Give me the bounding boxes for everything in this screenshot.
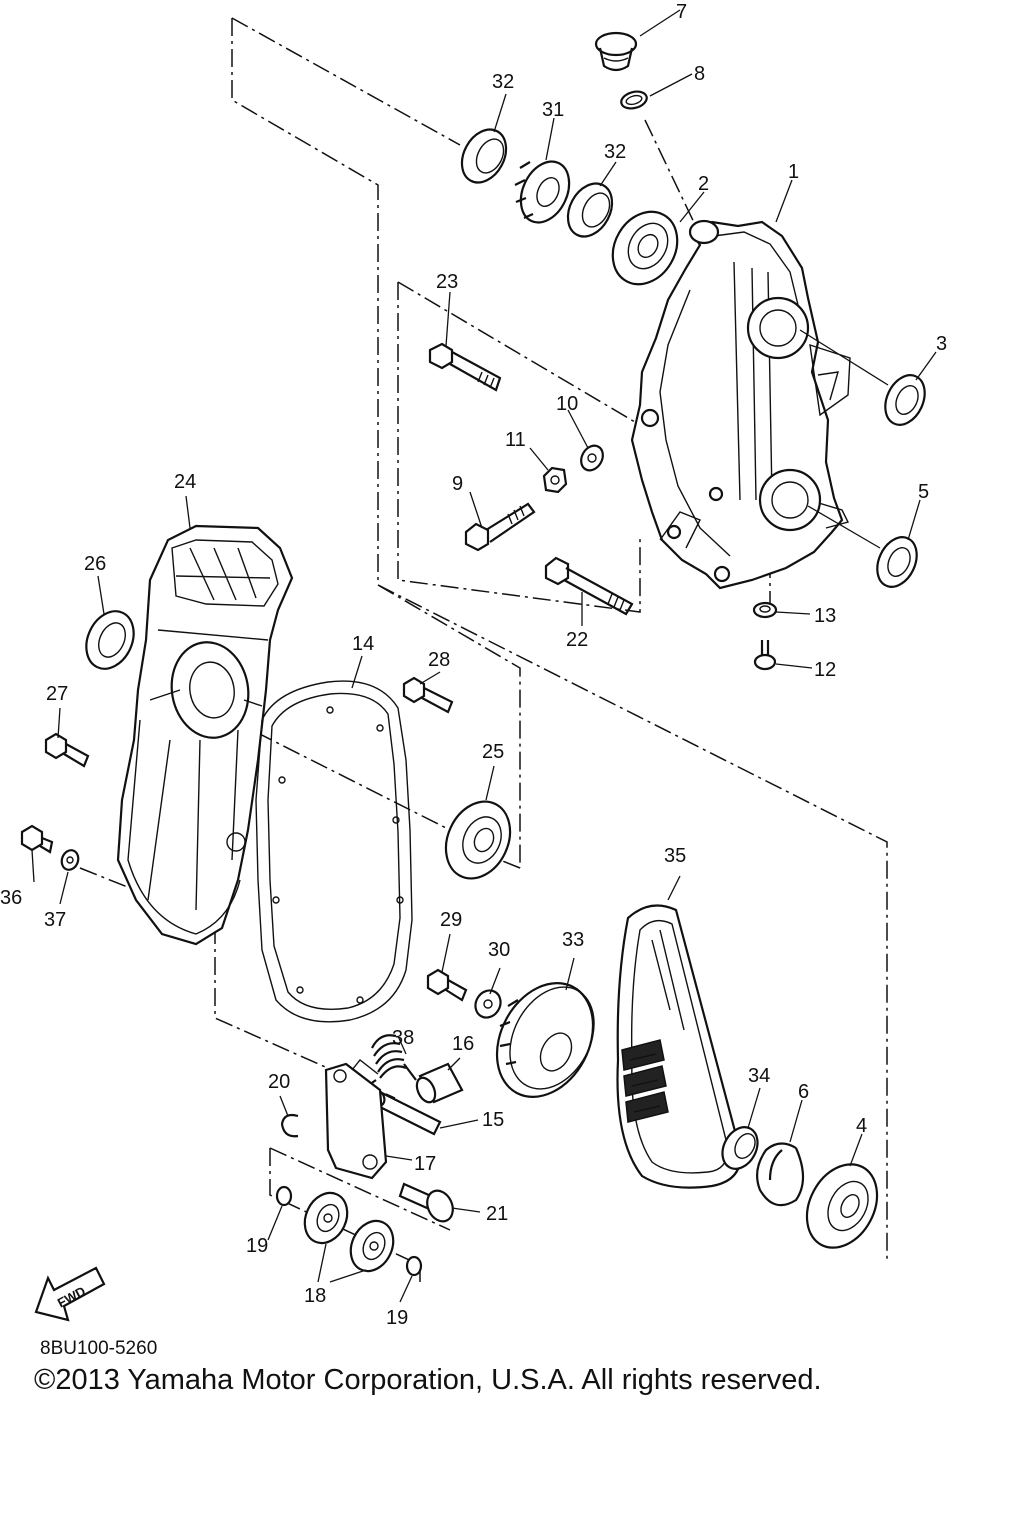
- label-part-20: 20: [268, 1071, 290, 1093]
- label-part-13: 13: [814, 605, 836, 627]
- label-part-25: 25: [482, 741, 504, 763]
- label-part-35: 35: [664, 845, 686, 867]
- copyright-notice: ©2013 Yamaha Motor Corporation, U.S.A. A…: [34, 1364, 822, 1396]
- label-part-26: 26: [84, 553, 106, 575]
- label-part-7: 7: [676, 1, 687, 23]
- fwd-arrow-icon: FWD: [34, 1266, 106, 1322]
- part-9-bolt: [464, 502, 536, 552]
- assembly-guide-lines: [79, 17, 888, 1282]
- part-16-collar: [415, 1062, 464, 1104]
- diagram-code: 8BU100-5260: [40, 1338, 158, 1359]
- label-part-9: 9: [452, 473, 463, 495]
- part-13-washer: [752, 601, 778, 619]
- label-part-21: 21: [486, 1203, 508, 1225]
- label-part-22: 22: [566, 629, 588, 651]
- label-part-31: 31: [542, 99, 564, 121]
- label-part-33: 33: [562, 929, 584, 951]
- part-32-bearing-upper: [460, 128, 508, 184]
- label-part-34: 34: [748, 1065, 770, 1087]
- part-number-labels: 1 2 3 4 5 6 7 8 9 10 11 12 13 14 15 16 1…: [0, 1, 947, 1329]
- part-31-sprocket: [514, 160, 571, 224]
- label-part-19-right: 19: [386, 1307, 408, 1329]
- part-27-bolt: [44, 732, 90, 768]
- part-6-circlip: [755, 1142, 805, 1207]
- label-part-1: 1: [788, 161, 799, 183]
- part-32-bearing-lower: [566, 182, 614, 238]
- label-part-5: 5: [918, 481, 929, 503]
- part-2-bearing: [611, 210, 679, 286]
- part-4-bearing: [805, 1163, 879, 1249]
- label-part-23: 23: [436, 271, 458, 293]
- label-part-11: 11: [505, 429, 526, 451]
- label-part-30: 30: [488, 939, 510, 961]
- part-26-oil-seal: [85, 610, 135, 670]
- label-part-29: 29: [440, 909, 462, 931]
- label-part-10: 10: [556, 393, 578, 415]
- part-20-clip: [280, 1113, 299, 1138]
- label-part-32-upper: 32: [492, 71, 514, 93]
- part-18-roller-upper: [303, 1191, 349, 1245]
- label-part-24: 24: [174, 471, 196, 493]
- part-25-bearing: [444, 800, 512, 880]
- part-37-washer: [60, 849, 80, 871]
- label-part-28: 28: [428, 649, 450, 671]
- leader-lines: [31, 9, 937, 1303]
- part-7-plug: [594, 31, 638, 72]
- part-34-collar: [721, 1126, 759, 1170]
- part-23-bolt: [428, 342, 502, 392]
- part-28-bolt: [402, 676, 454, 714]
- part-18-roller-lower: [349, 1219, 395, 1273]
- label-part-6: 6: [798, 1081, 809, 1103]
- part-29-bolt: [426, 968, 468, 1002]
- label-part-19-left: 19: [246, 1235, 268, 1257]
- label-part-36: 36: [0, 887, 22, 909]
- part-8-o-ring: [620, 90, 648, 110]
- part-33-drive-gear: [495, 982, 595, 1098]
- label-part-32-lower: 32: [604, 141, 626, 163]
- part-21-bolt: [398, 1182, 454, 1223]
- part-24-case-cover: [116, 524, 294, 946]
- part-5-oil-seal: [876, 536, 918, 588]
- label-part-18: 18: [304, 1285, 326, 1307]
- part-35-drive-chain: [616, 904, 742, 1189]
- part-36-bolt: [20, 824, 54, 854]
- part-11-nut: [542, 466, 568, 494]
- label-part-15: 15: [482, 1109, 504, 1131]
- label-part-27: 27: [46, 683, 68, 705]
- part-12-screw: [753, 640, 777, 671]
- part-14-gasket: [255, 680, 413, 1023]
- label-part-3: 3: [936, 333, 947, 355]
- label-part-8: 8: [694, 63, 705, 85]
- label-part-2: 2: [698, 173, 709, 195]
- part-17-tensioner-arm: [324, 1059, 388, 1180]
- label-part-38: 38: [392, 1027, 414, 1049]
- label-part-4: 4: [856, 1115, 867, 1137]
- label-part-17: 17: [414, 1153, 436, 1175]
- label-part-12: 12: [814, 659, 836, 681]
- part-22-bolt: [544, 556, 634, 616]
- label-part-14: 14: [352, 633, 374, 655]
- part-19-clip-lower: [405, 1255, 423, 1277]
- label-part-16: 16: [452, 1033, 474, 1055]
- part-10-washer: [580, 444, 604, 472]
- part-19-clip-upper: [275, 1185, 293, 1207]
- part-30-washer: [474, 989, 502, 1019]
- label-part-37: 37: [44, 909, 66, 931]
- part-3-oil-seal: [884, 374, 926, 426]
- part-1-transmission-case: [630, 219, 851, 590]
